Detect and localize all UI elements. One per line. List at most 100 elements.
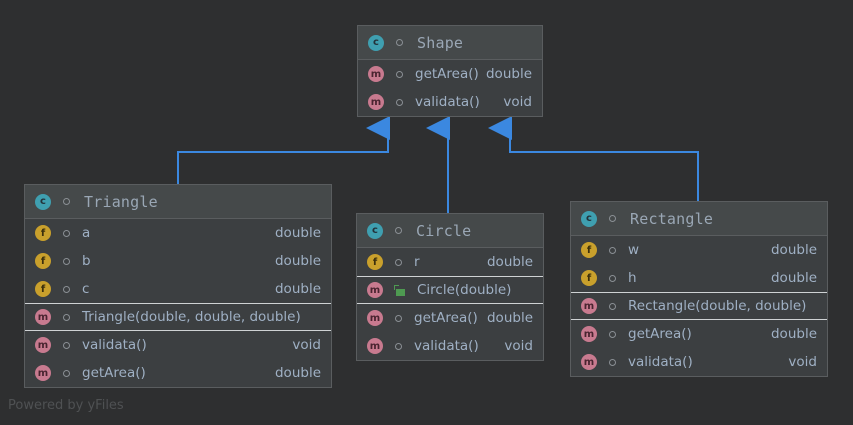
visibility-marker-icon [609,246,616,254]
class-name: Triangle [84,192,158,211]
visibility-marker-icon [63,369,70,377]
field-icon: f [35,225,51,241]
visibility-marker-icon [63,341,70,349]
member-name: getArea() [415,66,479,82]
member-type: double [274,225,321,241]
visibility-marker-icon [395,314,402,322]
class-section-methods: m getArea() double m validata() void [357,304,543,360]
visibility-marker-icon [395,258,402,266]
field-icon: f [581,242,597,258]
method-icon: m [581,354,597,370]
method-icon: m [35,309,51,325]
member-name: a [82,225,91,241]
member-type: double [486,254,533,270]
member-name: Circle(double) [417,282,512,298]
member-name: getArea() [414,310,478,326]
visibility-marker-icon [609,274,616,282]
class-header-triangle[interactable]: c Triangle [25,185,331,219]
method-icon: m [367,338,383,354]
class-section-fields: f r double [357,248,543,276]
visibility-marker-icon [395,342,402,350]
member-row[interactable]: m getArea() double [358,60,542,88]
visibility-marker-icon [63,313,70,321]
class-icon: c [35,193,51,210]
member-type: double [485,66,532,82]
member-row[interactable]: f w double [571,236,827,264]
member-name: validata() [82,337,147,353]
member-name: r [414,254,420,270]
class-header-rectangle[interactable]: c Rectangle [571,202,827,236]
member-name: validata() [415,94,480,110]
member-type: double [770,270,817,286]
visibility-marker-icon [396,98,403,106]
member-row[interactable]: m getArea() double [357,304,543,332]
yfiles-watermark: Powered by yFiles [8,398,124,413]
member-row[interactable]: f c double [25,275,331,303]
member-name: b [82,253,91,269]
member-type: double [486,310,533,326]
member-name: validata() [414,338,479,354]
member-name: c [82,281,90,297]
method-icon: m [368,94,384,110]
member-type: double [274,281,321,297]
method-icon: m [367,310,383,326]
member-type: void [504,338,533,354]
method-icon: m [581,326,597,342]
member-row[interactable]: m validata() void [357,332,543,360]
member-name: h [628,270,637,286]
class-icon: c [581,210,597,227]
member-row[interactable]: f r double [357,248,543,276]
visibility-marker-icon [396,39,403,46]
member-row[interactable]: m validata() void [358,88,542,116]
visibility-marker-icon [63,285,70,293]
visibility-marker-icon [609,330,616,338]
method-icon: m [35,337,51,353]
member-row[interactable]: f h double [571,264,827,292]
generalization-edge-rectangle-to-shape[interactable] [488,116,699,201]
class-section-fields: f w double f h double [571,236,827,292]
class-name: Rectangle [630,209,714,228]
visibility-marker-icon [395,227,402,234]
field-icon: f [581,270,597,286]
member-type: double [274,365,321,381]
member-name: validata() [628,354,693,370]
method-icon: m [581,298,597,314]
visibility-marker-icon [609,215,616,222]
visibility-marker-icon [609,358,616,366]
member-type: double [274,253,321,269]
visibility-marker-icon [63,257,70,265]
member-name: w [628,242,640,258]
field-icon: f [367,254,383,270]
class-section-methods: m getArea() double m validata() void [358,60,542,116]
member-type: double [770,242,817,258]
member-type: void [503,94,532,110]
member-row[interactable]: f a double [25,219,331,247]
generalization-edge-triangle-to-shape[interactable] [177,116,390,184]
class-name: Circle [416,221,472,240]
method-icon: m [368,66,384,82]
member-type: double [770,326,817,342]
class-name: Shape [417,33,464,52]
field-icon: f [35,281,51,297]
visibility-marker-icon [609,302,616,310]
method-icon: m [35,365,51,381]
